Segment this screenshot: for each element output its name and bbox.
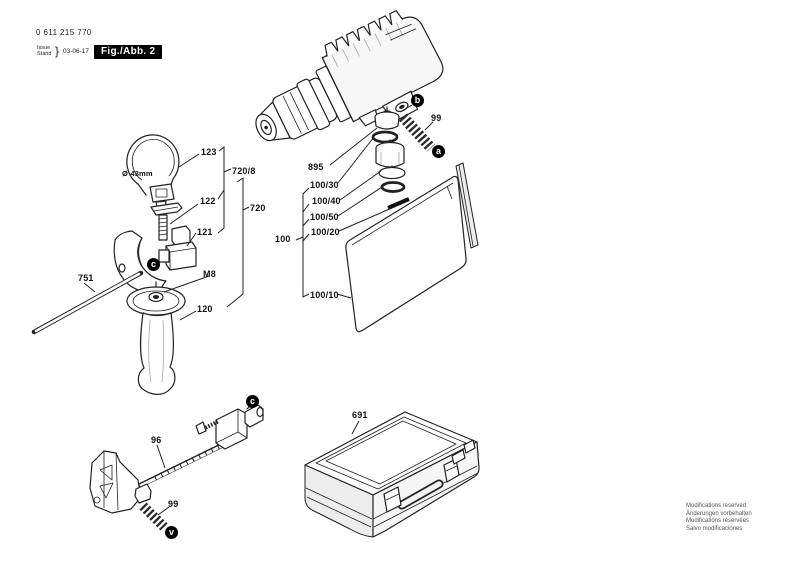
part-label-121: 121 (197, 227, 213, 237)
bracket-720-8 (217, 145, 232, 234)
bag-seal-dash (387, 197, 410, 210)
bracket-100 (295, 187, 310, 298)
modifications-notice: Modifications reserved Änderungen vorbeh… (686, 503, 752, 533)
bracket-720 (226, 177, 250, 308)
o-ring-upper (371, 130, 399, 144)
part-label-120: 120 (197, 304, 213, 314)
brace-glyph: } (55, 44, 60, 58)
hammer-drill-illustration (255, 10, 444, 142)
diameter-annotation: Ø 43mm (122, 169, 153, 178)
part-label-100-10: 100/10 (310, 290, 339, 300)
issue-label: Issue (37, 45, 51, 51)
part-label-720-8: 720/8 (232, 166, 256, 176)
part-label-100-30: 100/30 (310, 180, 339, 190)
case-latch-left (383, 486, 402, 513)
callout-circle-b: b (411, 94, 424, 107)
chuck-bore (264, 125, 268, 130)
spring-bottom (139, 502, 168, 531)
part-label-99-bottom: 99 (168, 499, 179, 509)
part-label-99-top: 99 (431, 113, 442, 123)
modifications-line-en: Modifications reserved (686, 503, 747, 509)
part-label-751: 751 (78, 273, 94, 283)
part-label-691: 691 (352, 410, 368, 420)
clamp-cradle (113, 225, 197, 293)
part-label-m8: M8 (203, 269, 216, 279)
part-label-100: 100 (275, 234, 291, 244)
part-label-720: 720 (250, 203, 266, 213)
document-part-number: 0 611 215 770 (36, 28, 92, 37)
grease-cap-parts (371, 106, 406, 193)
issue-date: 03-06-17 (63, 48, 90, 55)
modifications-line-fr: Modifications réservées (686, 518, 750, 524)
parts-bag (345, 175, 467, 333)
carrying-case (304, 411, 480, 538)
bag-rod (455, 162, 479, 249)
clamp-screw (150, 202, 183, 241)
part-label-123: 123 (201, 147, 217, 157)
cooling-fins (324, 10, 404, 68)
leader-lines (83, 104, 434, 516)
part-label-96: 96 (151, 435, 162, 445)
o-ring-lower (380, 181, 406, 193)
part-label-895: 895 (308, 162, 324, 172)
modifications-line-de: Änderungen vorbehalten (686, 510, 752, 517)
depth-gauge-assembly (89, 404, 264, 531)
figure-label-box: Fig./Abb. 2 (94, 45, 163, 59)
callout-circle-a: a (432, 145, 445, 158)
handle-grip (126, 281, 186, 395)
part-label-100-50: 100/50 (310, 212, 339, 222)
part-label-100-40: 100/40 (312, 196, 341, 206)
modifications-line-es: Salvo modificaciones (686, 525, 743, 532)
callout-circle-c-clamp: c (147, 258, 160, 271)
callout-circle-v: v (165, 526, 178, 539)
case-latch-right (443, 458, 460, 483)
stand-label: Stand (37, 51, 52, 57)
issue-stand-labels: Issue Stand (37, 45, 51, 57)
part-label-122: 122 (200, 196, 216, 206)
depth-rod-751 (31, 270, 144, 335)
callout-circle-c-gauge: c (246, 395, 259, 408)
part-label-100-20: 100/20 (311, 227, 340, 237)
clamp-band (126, 134, 180, 212)
spring-top (398, 113, 436, 152)
